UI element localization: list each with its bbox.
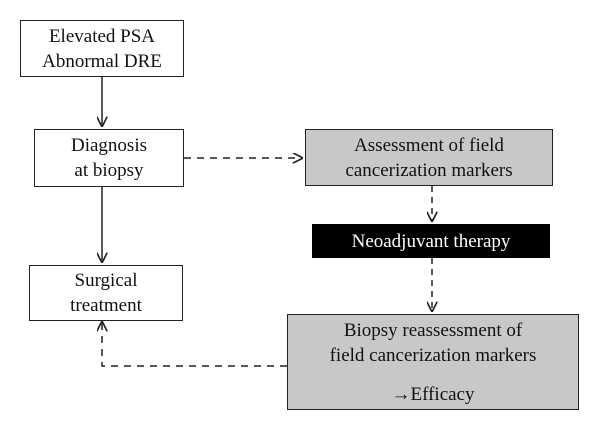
node-biopsy-reassessment: Biopsy reassessment of field cancerizati… — [287, 314, 579, 410]
node-elevated-psa: Elevated PSA Abnormal DRE — [20, 20, 184, 77]
node-diagnosis-at-biopsy: Diagnosis at biopsy — [34, 129, 184, 187]
node-neoadjuvant-line-1: Neoadjuvant therapy — [351, 230, 511, 252]
node-assessment-line-1: Assessment of field — [354, 134, 504, 156]
node-reassessment-line-2: field cancerization markers — [329, 344, 537, 366]
arrow-reassessment-to-surgical — [102, 322, 287, 367]
node-surgical-treatment: Surgical treatment — [29, 265, 183, 321]
node-reassessment-efficacy: →Efficacy — [391, 383, 475, 405]
node-elevated-psa-line-2: Abnormal DRE — [42, 50, 162, 72]
node-elevated-psa-line-1: Elevated PSA — [48, 25, 156, 47]
node-surgical-line-2: treatment — [70, 295, 142, 316]
node-reassessment-line-1: Biopsy reassessment of — [343, 319, 523, 341]
node-diagnosis-line-2: at biopsy — [74, 160, 144, 181]
node-assessment-field-cancerization: Assessment of field cancerization marker… — [305, 129, 553, 186]
node-assessment-line-2: cancerization markers — [345, 159, 513, 181]
node-neoadjuvant-therapy: Neoadjuvant therapy — [312, 224, 550, 258]
node-surgical-line-1: Surgical — [74, 270, 138, 291]
node-diagnosis-line-1: Diagnosis — [71, 135, 147, 156]
